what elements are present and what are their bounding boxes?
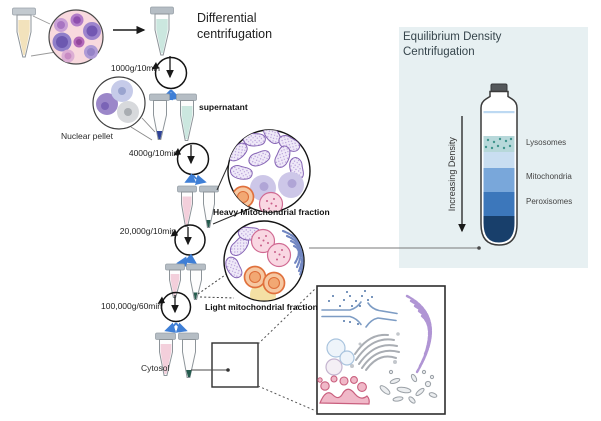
differential-title: Differential centrifugation [197,11,273,42]
light-pellet-tube-icon [186,263,206,300]
increasing-density-label: Increasing Density [446,137,457,212]
load-tube-icon [150,6,174,56]
centrifuge-icon-3 [170,224,206,268]
light-fraction-callout-lines [197,272,235,299]
cytosol-label: Cytosol [141,363,170,373]
speed-label-2: 4000g/10min [128,148,178,158]
cytosol-tube-icon [155,332,176,376]
membrane-fragment-icons [379,369,438,404]
peroxisome-icon [262,271,286,295]
sample-tube-icon [12,7,36,58]
supernatant-tube-icon-1 [176,93,197,141]
peroxisome-icon [231,185,255,209]
nuclear-pellet-circle [92,76,146,130]
fraction-to-gradient-connector [309,246,481,250]
peroxisome-icon [243,265,267,289]
rough-er-icon [405,294,432,374]
peroxisomes-label: Peroxisomes [526,197,573,206]
homogenate-circle [48,9,104,65]
square-to-box-dotted-lines [257,287,317,412]
supernatant-tube-icon-2 [177,185,197,227]
homogenate-callout-lines [30,15,57,57]
centrifuge-icon-2 [173,142,210,186]
zoom-square [211,342,259,388]
light-fraction-label: Light mitochondrial fraction [205,302,318,312]
lysosome-particle-dots [484,137,513,150]
cell-icons [52,13,101,63]
mitochondria-label: Mitochondria [526,172,572,181]
speed-label-3: 20,000g/10min [119,226,176,236]
equilibrium-title: Equilibrium Density Centrifugation [403,31,502,58]
nuclear-pellet-label: Nuclear pellet [61,131,113,141]
smooth-er-icon [317,375,370,405]
lysosome-dotted-icon [266,242,292,268]
heavy-pellet-tube-icon [199,185,219,228]
supernatant-label: supernatant [199,102,248,112]
microsome-box [316,285,446,415]
golgi-icon [354,333,400,371]
density-gradient-tube [480,83,518,246]
pellet-to-square-connector [191,368,230,372]
speed-label-4: 100,000g/60min [101,301,162,311]
speed-label-1: 1000g/10min [110,63,160,73]
golgi-vesicle-icons [350,332,400,368]
vesicle-icons [325,338,355,376]
light-fraction-circle [223,220,305,302]
mitochondria-layer [483,168,515,192]
lysosomes-label: Lysosomes [526,138,567,147]
vesicle-dot-icons [328,290,373,325]
heavy-fraction-circle [227,129,311,213]
nuclear-pellet-tube-icon [149,93,170,140]
peroxisomes-layer [483,192,515,216]
centrifuge-icon-4 [157,291,192,333]
heavy-fraction-label: Heavy Mitochondrial fraction [213,207,330,217]
membrane-channel-icon [321,301,398,328]
lysosome-icon [278,172,304,198]
nuclear-pellet-callout-lines [130,117,156,141]
microsome-pellet-tube-icon [178,332,199,378]
